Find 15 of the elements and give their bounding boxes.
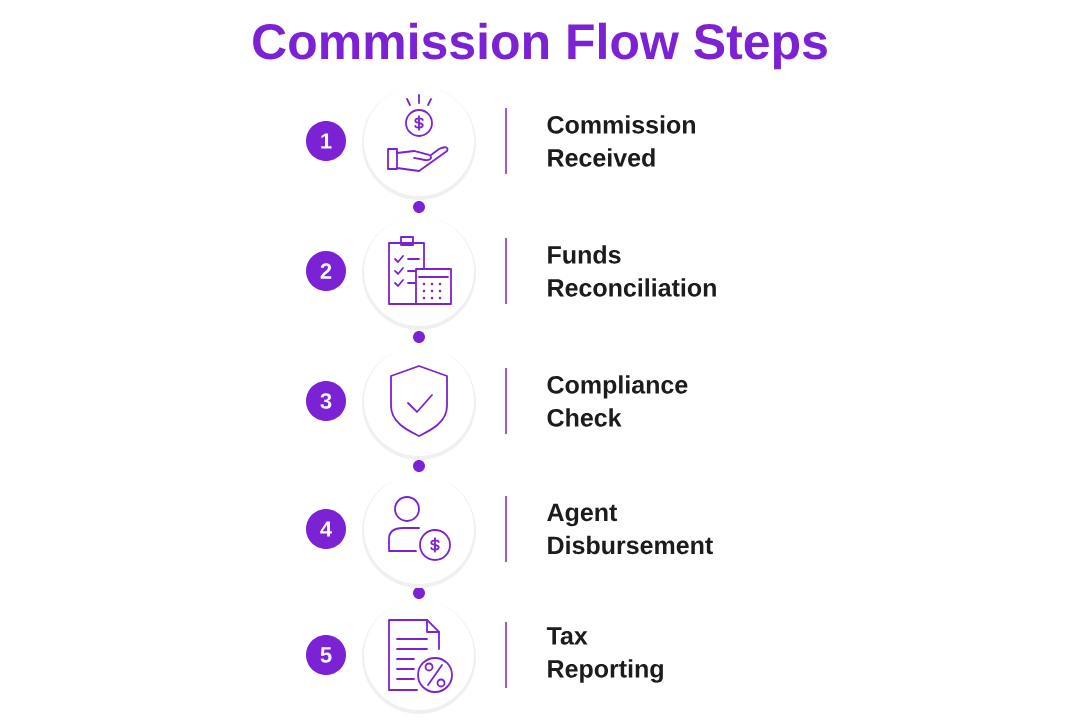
step-label: Commission Received bbox=[547, 115, 695, 167]
number-badge: 1 bbox=[306, 121, 346, 161]
icon-circle bbox=[362, 346, 476, 460]
number-badge: 3 bbox=[306, 381, 346, 421]
icon-circle bbox=[362, 474, 476, 588]
title: Commission Flow Steps bbox=[253, 22, 827, 70]
step-label: Agent Disbursement bbox=[547, 503, 713, 555]
number-badge: 2 bbox=[306, 251, 346, 291]
step-label: Compliance Check bbox=[547, 375, 688, 427]
number-badge: 5 bbox=[306, 635, 346, 675]
number-badge: 4 bbox=[306, 509, 346, 549]
step-label: Funds Reconciliation bbox=[548, 245, 716, 297]
icon-circle bbox=[362, 86, 476, 200]
icon-circle bbox=[362, 600, 476, 714]
step-label: Tax Reporting bbox=[546, 627, 663, 683]
